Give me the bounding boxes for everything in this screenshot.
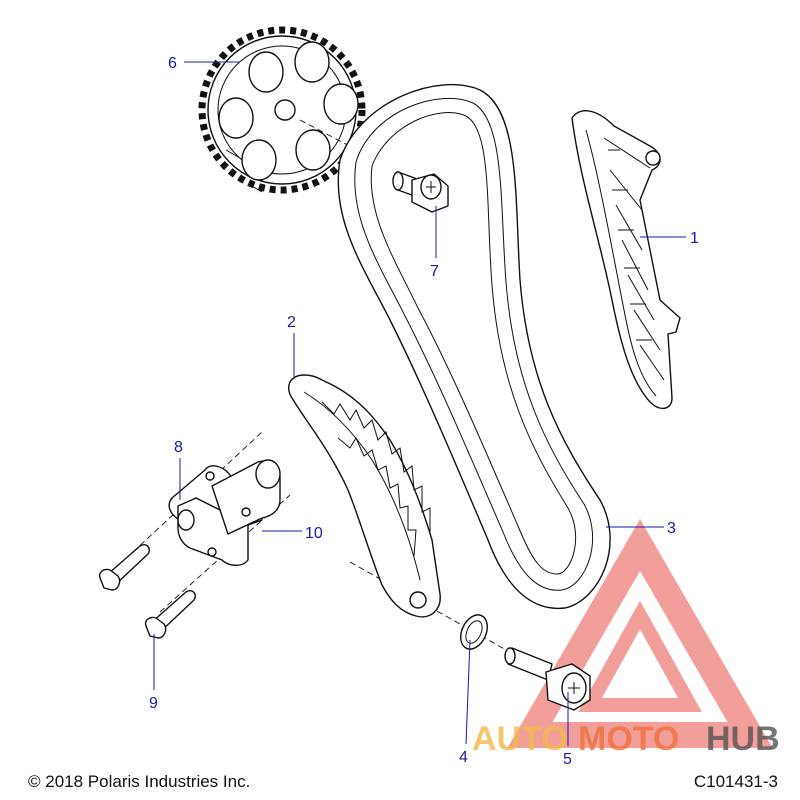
callout-labels: 1 2 3 4 5 6 7 8 9 10 [149,55,699,768]
cam-sprocket [198,26,366,194]
tensioner-axis-line-upper [117,431,263,567]
callout-9: 9 [149,695,158,712]
timing-chain [337,83,611,610]
watermark-moto: MOTO [578,720,679,758]
callout-3: 3 [667,520,676,537]
callout-8: 8 [174,439,183,456]
chain-tensioner [168,459,281,566]
callout-2: 2 [287,314,296,331]
callout-6: 6 [168,55,177,72]
chain-guide-fixed [571,109,681,409]
sprocket-bolt [392,171,449,213]
watermark-logo [507,519,773,748]
figure-id: C101431-3 [693,772,778,791]
callout-5: 5 [563,751,572,768]
tensioner-bolts [98,544,196,639]
copyright-notice: © 2018 Polaris Industries Inc. [28,772,251,791]
callout-7: 7 [430,263,439,280]
leader-lines [153,61,686,746]
washer [460,614,488,650]
callout-1: 1 [690,230,699,247]
chain-guide-tensioner [287,374,441,618]
callout-10: 10 [305,525,323,542]
watermark-hub: HUB [706,720,780,758]
watermark-auto: AUTO [472,720,568,758]
pivot-bolt [504,647,591,711]
callout-4: 4 [459,749,468,766]
watermark-text: AUTO MOTO HUB [472,720,780,758]
